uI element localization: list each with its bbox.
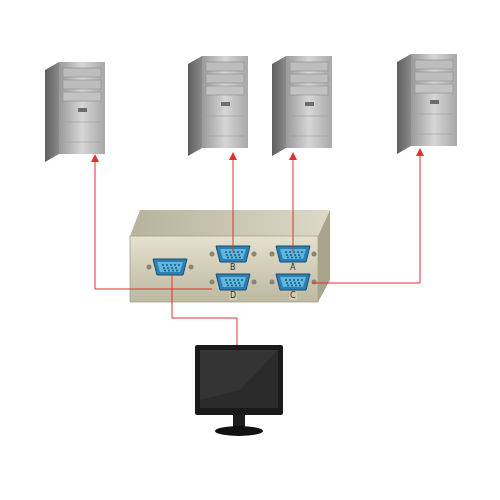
computer-tower	[272, 56, 332, 156]
port-label: B	[229, 263, 237, 272]
port-label: A	[289, 263, 296, 272]
computer-tower	[188, 56, 248, 156]
monitor	[195, 345, 283, 436]
vga-switch-box	[130, 210, 330, 302]
computer-tower	[45, 62, 105, 162]
port-label: C	[289, 291, 297, 300]
computer-tower	[397, 54, 457, 154]
signal-wires	[95, 152, 420, 345]
port-label: D	[229, 291, 237, 300]
